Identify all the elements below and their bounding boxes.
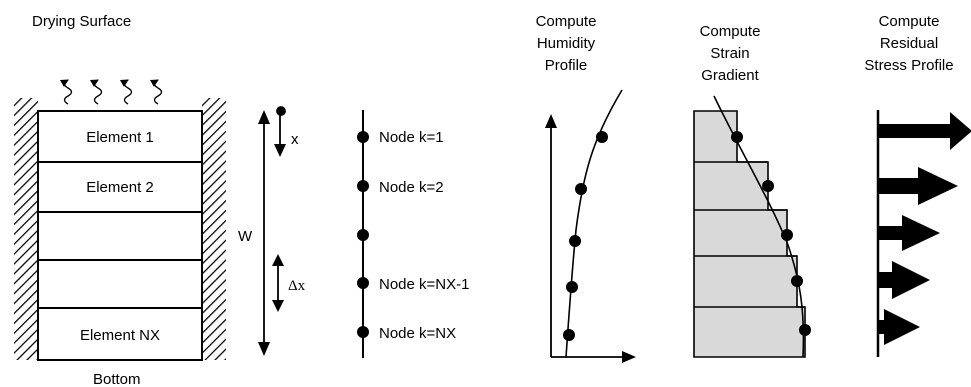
x-dimension-arrow <box>274 106 286 157</box>
stress-arrows <box>878 112 971 345</box>
strain-title-line-3: Gradient <box>701 67 759 84</box>
element-2-label: Element 2 <box>86 179 154 196</box>
dx-label: Δx <box>288 278 306 294</box>
stress-arrow-1 <box>878 112 971 150</box>
strain-panel-title: Compute Strain Gradient <box>700 23 761 84</box>
node-nx-marker <box>357 326 369 338</box>
strain-title-line-2: Strain <box>710 45 749 62</box>
node-nx-1-label: Node k=NX-1 <box>379 276 469 293</box>
element-nx-label: Element NX <box>80 327 160 344</box>
width-dimension-arrow <box>258 110 270 356</box>
stress-panel-title: Compute Residual Stress Profile <box>864 13 953 74</box>
element-1-label: Element 1 <box>86 129 154 146</box>
node-3-marker <box>357 229 369 241</box>
node-2-marker <box>357 180 369 192</box>
humidity-title-line-1: Compute <box>536 13 597 30</box>
humidity-panel-title: Compute Humidity Profile <box>536 13 597 74</box>
slab-elements <box>37 110 203 361</box>
stress-arrow-2 <box>878 167 958 205</box>
node-1-marker <box>357 131 369 143</box>
stress-arrow-4 <box>878 261 930 299</box>
humidity-curve <box>565 89 623 358</box>
bottom-label: Bottom <box>93 371 141 387</box>
humidity-title-line-2: Humidity <box>537 35 596 52</box>
node-markers <box>357 131 369 338</box>
dx-dimension-arrow <box>272 254 284 312</box>
node-2-label: Node k=2 <box>379 179 444 196</box>
node-1-label: Node k=1 <box>379 129 444 146</box>
x-label: x <box>291 131 299 148</box>
stress-title-line-3: Stress Profile <box>864 57 953 74</box>
element-3-cell <box>37 211 203 261</box>
stress-arrow-3 <box>878 215 940 251</box>
element-1-cell <box>37 110 203 163</box>
humidity-points <box>563 131 608 341</box>
node-nx-label: Node k=NX <box>379 325 456 342</box>
element-nx-cell <box>37 307 203 361</box>
humidity-title-line-3: Profile <box>545 57 588 74</box>
strain-title-line-1: Compute <box>700 23 761 40</box>
element-2-cell <box>37 161 203 213</box>
stress-title-line-2: Residual <box>880 35 938 52</box>
stress-title-line-1: Compute <box>879 13 940 30</box>
left-wall-hatch <box>14 98 38 360</box>
width-label: W <box>238 228 253 245</box>
node-nx-1-marker <box>357 277 369 289</box>
moisture-escape-icon <box>59 79 163 105</box>
drying-surface-label: Drying Surface <box>32 13 131 30</box>
strain-points <box>731 131 811 336</box>
humidity-axes <box>545 114 636 363</box>
stress-arrow-5 <box>878 309 920 345</box>
element-4-cell <box>37 259 203 309</box>
right-wall-hatch <box>202 98 226 360</box>
